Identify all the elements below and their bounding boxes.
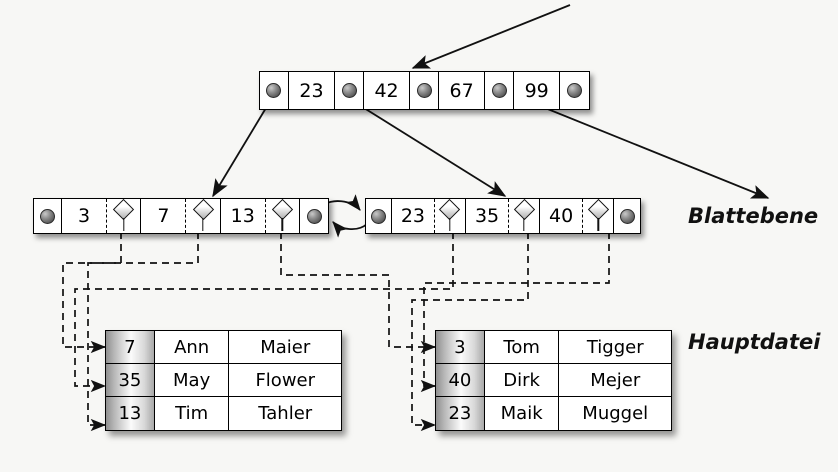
leaf-right-next-pointer[interactable]	[614, 199, 640, 233]
record-last-name: Maier	[229, 331, 341, 363]
record-key: 35	[106, 364, 155, 396]
record-key: 13	[106, 397, 155, 430]
sphere-pointer-icon	[266, 83, 282, 98]
leaf-right-record-pointer-1[interactable]	[509, 198, 541, 233]
root-key-0: 23	[288, 72, 336, 109]
record-last-name: Tigger	[559, 331, 671, 363]
sphere-pointer-icon	[567, 83, 583, 98]
leaf-right-key-0: 23	[391, 199, 435, 233]
sphere-pointer-icon	[619, 208, 635, 224]
record-last-name: Flower	[229, 364, 341, 396]
diamond-pointer-icon	[271, 198, 294, 231]
root-pointer-1[interactable]	[335, 72, 364, 109]
leaf-right-record-pointer-0[interactable]	[434, 198, 466, 233]
leaf-left-record-pointer-0[interactable]	[107, 198, 142, 233]
record-last-name: Tahler	[229, 397, 341, 430]
record-key: 7	[106, 331, 155, 363]
record-key: 23	[436, 397, 485, 430]
sphere-pointer-icon	[306, 208, 322, 224]
arrow-root-ptr2-to-right-leaf	[347, 97, 507, 197]
table-row[interactable]: 35 May Flower	[106, 364, 341, 397]
leaf-right-key-1: 35	[466, 199, 510, 233]
diamond-pointer-icon	[192, 198, 214, 231]
leaf-right-prev-pointer[interactable]	[366, 199, 392, 233]
leaf-left-next-pointer[interactable]	[300, 199, 328, 233]
diamond-pointer-icon	[439, 198, 461, 231]
sphere-pointer-icon	[416, 83, 432, 98]
record-first-name: May	[154, 364, 230, 396]
table-row[interactable]: 7 Ann Maier	[106, 331, 341, 364]
table-row[interactable]: 3 Tom Tigger	[436, 331, 671, 364]
record-last-name: Muggel	[559, 397, 671, 430]
root-pointer-2[interactable]	[410, 72, 439, 109]
record-table-right[interactable]: 3 Tom Tigger 40 Dirk Mejer 23 Maik Mugge…	[435, 330, 672, 431]
record-key: 40	[436, 364, 485, 396]
record-first-name: Tom	[484, 331, 560, 363]
caption-hauptdatei: Hauptdatei	[688, 330, 821, 354]
diamond-pointer-icon	[513, 198, 535, 231]
caption-blattebene: Blattebene	[688, 204, 819, 228]
root-key-2: 67	[439, 72, 486, 109]
table-row[interactable]: 23 Maik Muggel	[436, 397, 671, 430]
diamond-pointer-icon	[587, 198, 609, 231]
leaf-right-key-2: 40	[540, 199, 584, 233]
leaf-node-left[interactable]: 3 7 13	[33, 198, 329, 234]
leaf-left-prev-pointer[interactable]	[34, 199, 62, 233]
record-first-name: Tim	[154, 397, 230, 430]
diamond-pointer-icon	[113, 198, 135, 231]
sphere-pointer-icon	[39, 208, 55, 224]
sphere-pointer-icon	[341, 83, 357, 98]
root-pointer-3[interactable]	[485, 72, 515, 109]
leaf-left-record-pointer-1[interactable]	[186, 198, 221, 233]
table-row[interactable]: 40 Dirk Mejer	[436, 364, 671, 397]
record-first-name: Ann	[154, 331, 230, 363]
leaf-node-right[interactable]: 23 35 40	[365, 198, 641, 234]
record-first-name: Maik	[484, 397, 560, 430]
sphere-pointer-icon	[491, 83, 507, 98]
leaf-left-key-2: 13	[220, 199, 266, 233]
arrow-root-ptr4-to-right-region	[512, 94, 770, 199]
leaf-right-record-pointer-2[interactable]	[583, 198, 615, 233]
table-row[interactable]: 13 Tim Tahler	[106, 397, 341, 430]
arrow-root-ptr1-to-left-leaf	[212, 97, 273, 198]
root-pointer-0[interactable]	[260, 72, 289, 109]
root-pointer-4[interactable]	[560, 72, 590, 109]
arrow-into-root-from-top-right	[411, 4, 571, 69]
root-key-3: 99	[514, 72, 561, 109]
root-key-1: 42	[363, 72, 411, 109]
index-root-node[interactable]: 23 42 67 99	[259, 71, 590, 110]
leaf-left-record-pointer-2[interactable]	[265, 198, 301, 233]
record-key: 3	[436, 331, 485, 363]
record-table-left[interactable]: 7 Ann Maier 35 May Flower 13 Tim Tahler	[105, 330, 342, 431]
record-first-name: Dirk	[484, 364, 560, 396]
sphere-pointer-icon	[370, 208, 386, 224]
leaf-left-key-0: 3	[61, 199, 108, 233]
record-last-name: Mejer	[559, 364, 671, 396]
leaf-left-key-1: 7	[141, 199, 187, 233]
